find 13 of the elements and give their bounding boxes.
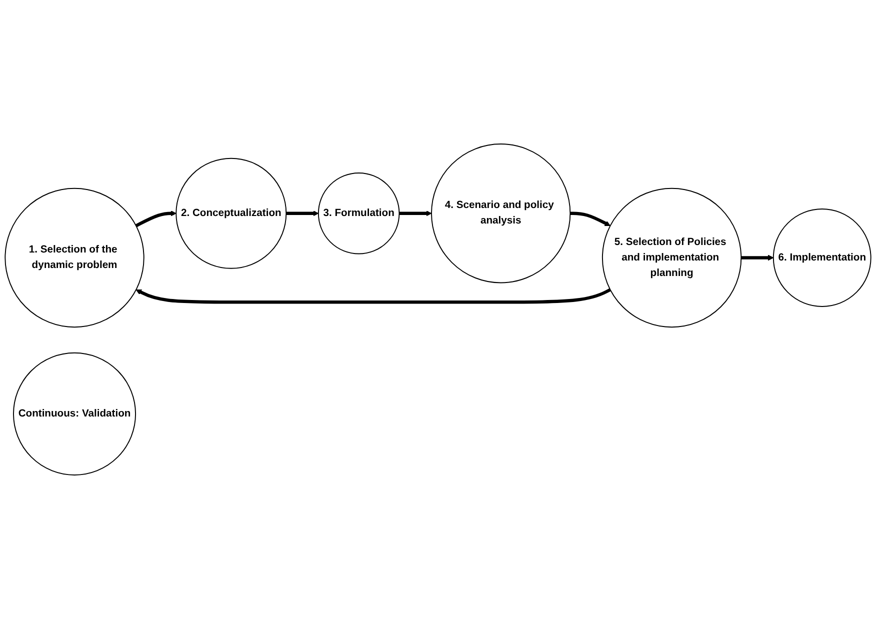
- arrow: [135, 210, 176, 228]
- node-circle: 5. Selection of Policies and implementation planning: [602, 188, 742, 328]
- arrow: [286, 210, 319, 216]
- arrow: [570, 212, 610, 226]
- node-circle: 2. Conceptualization: [176, 158, 287, 269]
- arrow: [136, 288, 611, 304]
- arrow: [741, 254, 774, 261]
- node-circle: 3. Formulation: [318, 172, 400, 254]
- node-circle: 4. Scenario and policy analysis: [431, 144, 571, 284]
- node-circle: Continuous: Validation: [13, 352, 136, 476]
- arrow: [399, 210, 432, 216]
- node-circle: 1. Selection of the dynamic problem: [4, 188, 144, 328]
- node-circle: 6. Implementation: [772, 208, 872, 307]
